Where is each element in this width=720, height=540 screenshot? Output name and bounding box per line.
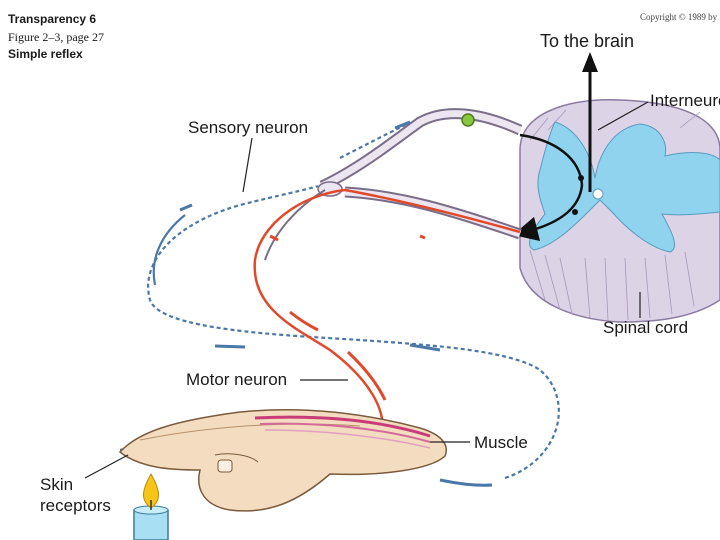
motor-neuron-label: Motor neuron <box>186 370 288 389</box>
figure-reference: Figure 2–3, page 27 <box>8 30 104 44</box>
sensory-neuron-label: Sensory neuron <box>188 118 309 137</box>
muscle-fibers <box>254 415 431 438</box>
interneuron-label: Interneuron <box>650 91 720 110</box>
brain-arrow-head <box>582 52 598 72</box>
spinal-cord-label: Spinal cord <box>603 318 689 337</box>
candle-illustration <box>133 472 169 540</box>
skin-receptors-line1: Skin <box>40 475 74 494</box>
interneuron-path <box>512 52 598 242</box>
skin-receptors-label: Skin receptors <box>40 474 111 516</box>
to-the-brain-label: To the brain <box>540 31 635 51</box>
muscle-label: Muscle <box>474 433 528 452</box>
sensory-ganglion-cell <box>461 113 475 127</box>
copyright-notice: Copyright © 1989 by <box>640 12 718 22</box>
transparency-number: Transparency 6 <box>8 12 97 26</box>
hand-illustration <box>118 408 447 512</box>
leader-lines <box>84 101 649 479</box>
diagram-title: Simple reflex <box>8 47 83 61</box>
spinal-cord-section <box>519 99 720 323</box>
skin-receptors-line2: receptors <box>40 496 111 515</box>
